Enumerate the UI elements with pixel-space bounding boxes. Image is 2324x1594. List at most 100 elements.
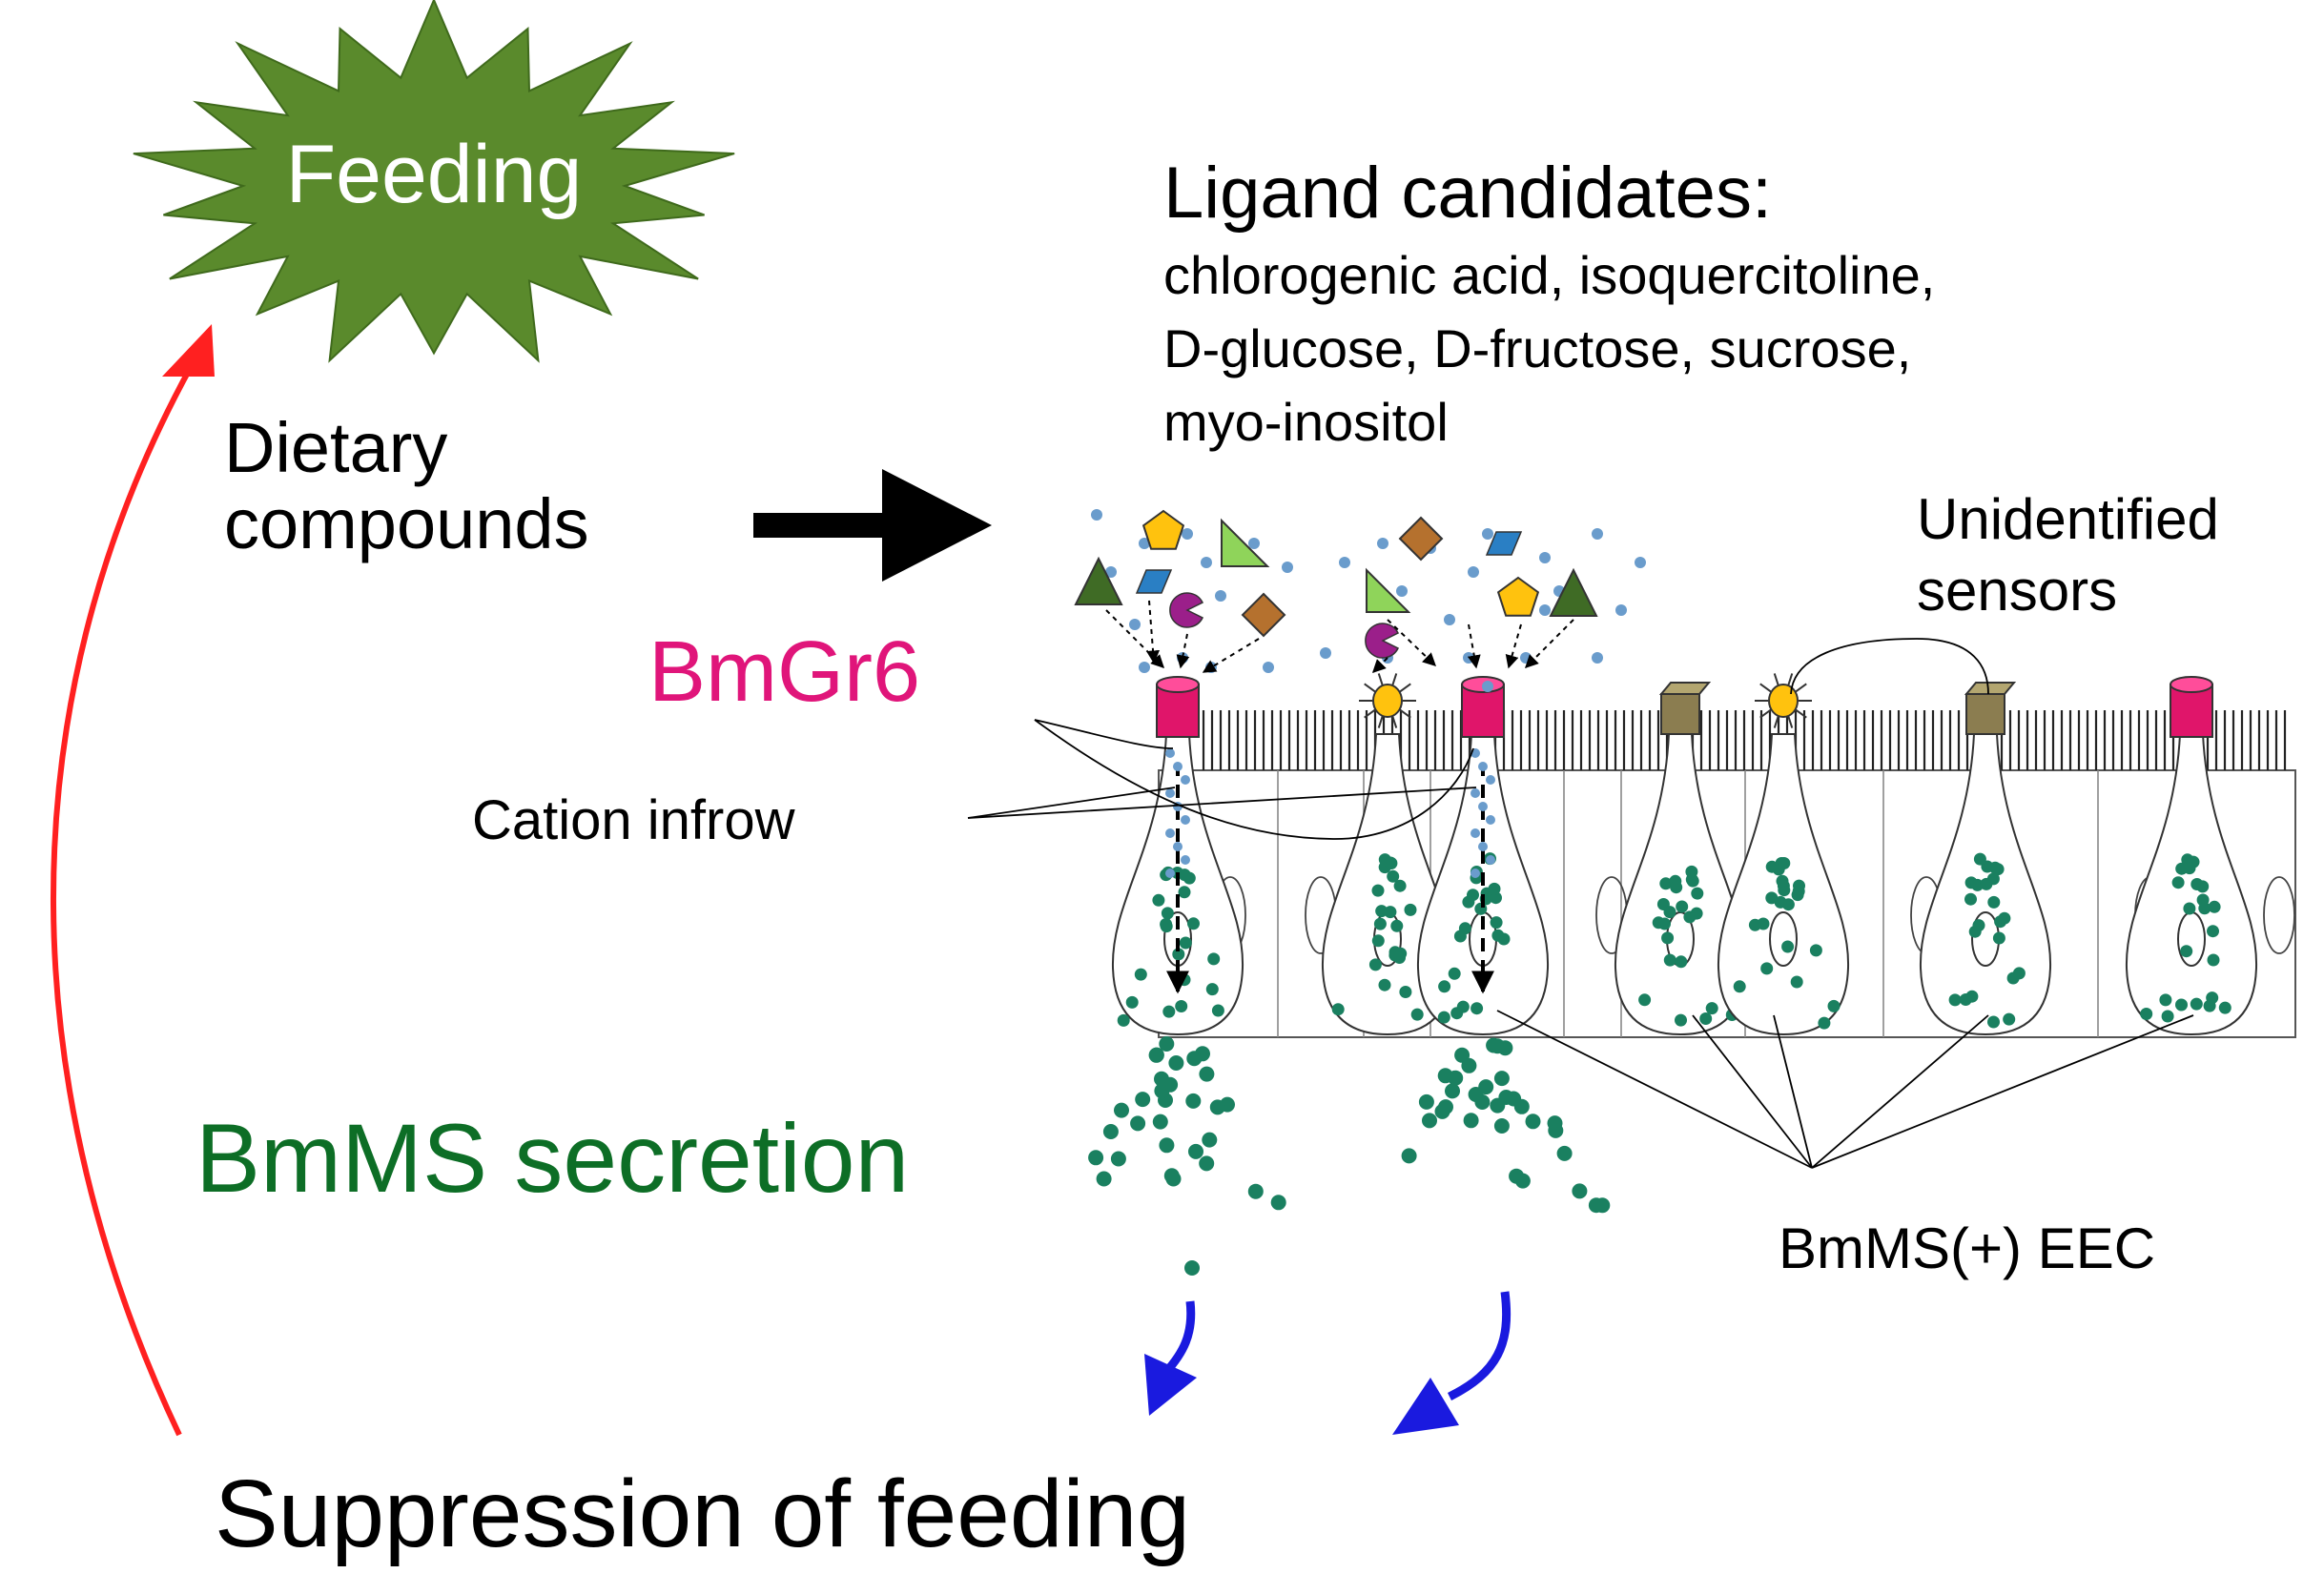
- granule: [1661, 931, 1675, 945]
- granule: [1270, 1195, 1286, 1211]
- granule: [1474, 1094, 1491, 1110]
- triangle-icon: [1366, 567, 1411, 613]
- ion-dot: [1377, 538, 1388, 549]
- granule: [1422, 1113, 1437, 1129]
- ion-dot: [1181, 855, 1190, 865]
- granule: [1195, 1046, 1210, 1062]
- granule: [1809, 944, 1822, 957]
- granule: [1159, 1137, 1175, 1154]
- binding-arrow: [1505, 623, 1522, 669]
- granule: [1493, 1071, 1510, 1087]
- granule: [1247, 1183, 1264, 1199]
- ion-dot: [1165, 788, 1175, 798]
- sun-ray: [1364, 708, 1376, 719]
- cylinder-receptor-top: [2170, 676, 2213, 693]
- granule: [2206, 991, 2219, 1005]
- ion-dot: [1463, 652, 1474, 664]
- ion-dot: [1444, 614, 1455, 625]
- ion-dot: [1205, 662, 1217, 673]
- granule: [1663, 906, 1676, 919]
- granule: [1437, 1068, 1453, 1084]
- granule: [1988, 861, 2002, 874]
- granule: [1384, 856, 1397, 869]
- granule: [1088, 1150, 1104, 1166]
- ion-dot: [1105, 566, 1117, 578]
- granule: [1790, 975, 1803, 989]
- blue-arrows: [1144, 1291, 1512, 1435]
- granule: [1438, 980, 1451, 993]
- pacman-icon: [1169, 592, 1204, 628]
- cube-sensor-top: [1658, 682, 1712, 695]
- granule: [1778, 884, 1791, 897]
- ligand-molecules: [1074, 509, 1598, 659]
- pentagon-icon: [1496, 576, 1540, 617]
- granule: [1161, 907, 1174, 920]
- granule: [2207, 925, 2219, 938]
- granule: [1390, 919, 1404, 932]
- granule: [1160, 918, 1173, 930]
- ion-dot: [1173, 842, 1183, 851]
- ion-dot: [1520, 652, 1532, 664]
- triangle-icon: [1549, 567, 1598, 617]
- granule: [1152, 1114, 1168, 1130]
- granule: [1992, 931, 2005, 945]
- granule: [1125, 995, 1139, 1009]
- granule: [1968, 925, 1982, 938]
- feeding-burst: Feeding: [133, 0, 735, 363]
- ion-dot: [1539, 604, 1551, 616]
- eec-nucleus: [1769, 911, 1798, 967]
- sun-ray: [1399, 708, 1411, 719]
- granule: [1168, 1055, 1184, 1071]
- granule: [1781, 898, 1795, 911]
- sun-ray: [1377, 714, 1385, 728]
- granule: [1135, 1092, 1151, 1108]
- granule: [1987, 1015, 2000, 1029]
- granule: [1399, 986, 1412, 998]
- granule: [1368, 958, 1382, 971]
- ion-dot: [1139, 662, 1150, 673]
- dietary-line2: compounds: [224, 484, 589, 563]
- granule: [1162, 1005, 1176, 1018]
- granule: [1172, 948, 1185, 961]
- granule: [1675, 1013, 1687, 1027]
- granule: [1765, 891, 1779, 905]
- starburst-icon: [133, 0, 735, 363]
- granule: [1114, 1102, 1129, 1118]
- granule: [1117, 1013, 1130, 1027]
- sun-ray: [1773, 714, 1780, 728]
- granule: [1478, 1079, 1494, 1095]
- ion-dot: [1165, 828, 1175, 838]
- granule: [1676, 900, 1689, 913]
- granule: [1453, 930, 1467, 943]
- granule: [2171, 876, 2185, 889]
- granule: [2140, 1008, 2153, 1020]
- ion-dot: [1486, 775, 1495, 785]
- granule: [1130, 1115, 1146, 1132]
- granule: [1331, 1003, 1345, 1016]
- granule: [1199, 1155, 1215, 1172]
- cation-leader-1: [967, 787, 1176, 819]
- leader-lines: [967, 638, 2194, 1169]
- diamond-icon: [1398, 516, 1444, 562]
- granule: [1187, 917, 1200, 930]
- ion-dot: [1486, 815, 1495, 825]
- diamond-icon: [1241, 592, 1286, 638]
- blue-arrow-2-head: [1392, 1378, 1459, 1435]
- granule: [1185, 1093, 1202, 1109]
- granule: [1154, 1071, 1169, 1087]
- ion-dot: [1215, 590, 1226, 602]
- cylinder-receptor-icon: [1156, 684, 1200, 738]
- ion-dot: [1635, 557, 1646, 568]
- granule: [1663, 953, 1676, 967]
- dietary-line1: Dietary: [224, 408, 447, 487]
- cation-leader-2: [967, 787, 1477, 819]
- granule: [1998, 911, 2011, 925]
- ion-dot: [1182, 528, 1193, 540]
- granule: [2003, 1012, 2016, 1026]
- granule: [1638, 993, 1652, 1007]
- granule: [1791, 889, 1804, 902]
- granule: [1450, 1007, 1464, 1020]
- dietary-arrow-shaft: [753, 513, 887, 538]
- granule: [1445, 1083, 1460, 1099]
- granule: [2175, 998, 2188, 1012]
